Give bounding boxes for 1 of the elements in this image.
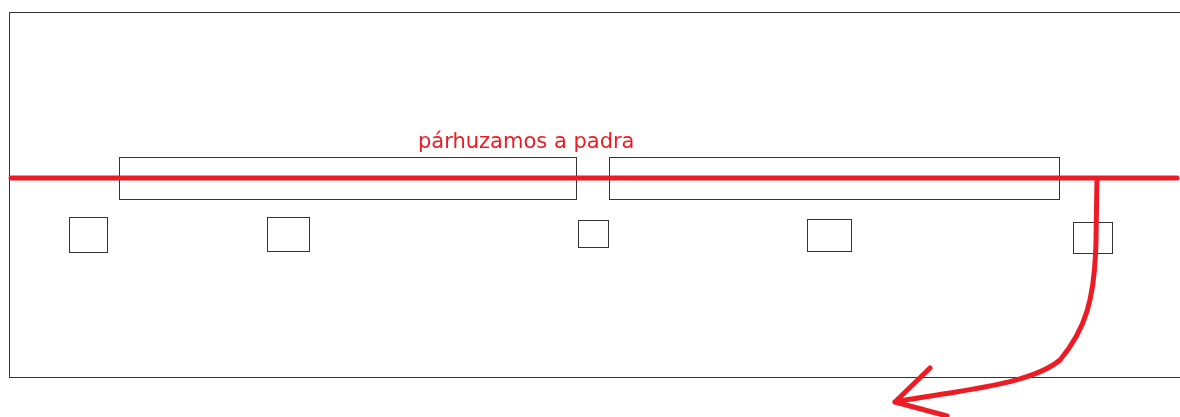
annotation-text: párhuzamos a padra xyxy=(418,131,635,152)
